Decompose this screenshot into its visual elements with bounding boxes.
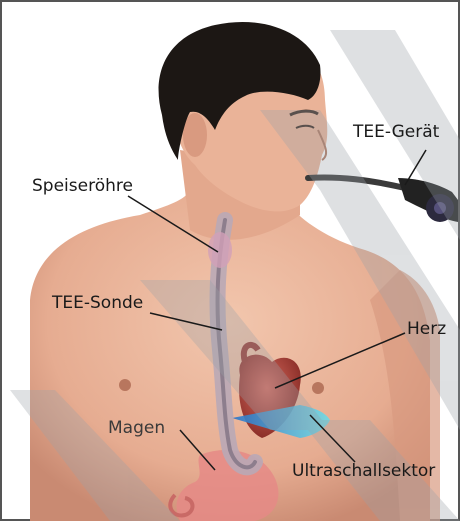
label-tee-probe: TEE-Sonde	[51, 293, 143, 313]
label-tee-device: TEE-Gerät	[352, 122, 440, 142]
label-esophagus: Speiseröhre	[32, 176, 133, 196]
label-heart: Herz	[407, 319, 446, 339]
right-nipple	[312, 382, 324, 394]
label-ultrasound-sector: Ultraschallsektor	[292, 461, 435, 481]
esophagus-upper	[208, 232, 232, 268]
label-stomach: Magen	[108, 418, 165, 438]
left-nipple	[119, 379, 131, 391]
